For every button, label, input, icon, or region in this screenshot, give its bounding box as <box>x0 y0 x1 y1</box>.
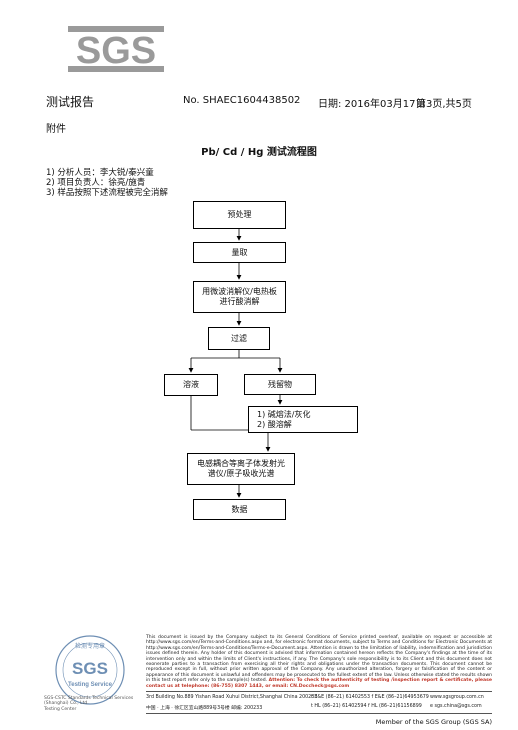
step-filter: 过滤 <box>208 327 270 350</box>
email-link[interactable]: e sgs.china@sgs.com <box>430 704 482 709</box>
step-fusion-line1: 1) 碱熔法/灰化 <box>257 409 311 419</box>
step-solution: 溶液 <box>164 374 218 396</box>
telephone-hl: t HL (86–21) 61402594 f HL (86–21)611568… <box>311 704 422 709</box>
step-icp-aas: 电感耦合等离子体发射光 谱仪/原子吸收光谱 <box>187 453 295 485</box>
attachment-label: 附件 <box>46 124 66 135</box>
footer-divider-bottom <box>146 713 492 714</box>
svg-text:SGS: SGS <box>72 659 108 678</box>
logo-text: SGS <box>76 30 156 72</box>
legal-disclaimer: This document is issued by the Company s… <box>146 635 492 689</box>
step-acid-digestion-line2: 进行酸消解 <box>219 297 260 306</box>
step-icp-line1: 电感耦合等离子体发射光 <box>197 459 285 468</box>
step-acid-digestion: 用微波消解仪/电热板 进行酸消解 <box>193 281 286 313</box>
note-item: 2) 项目负责人：徐亮/施青 <box>46 178 146 188</box>
step-acid-digestion-line1: 用微波消解仪/电热板 <box>202 287 277 296</box>
page-number: 第3页,共5页 <box>416 99 472 110</box>
step-residue: 残留物 <box>244 374 316 395</box>
note-item: 1) 分析人员：李大锐/秦兴童 <box>46 168 154 178</box>
authenticity-attention: Attention: To check the authenticity of … <box>146 678 492 689</box>
sgs-seal: 检测专用章 SGS Testing Service <box>55 635 125 705</box>
address-en: 3rd Building No.889 Yishan Road Xuhui Di… <box>146 695 318 700</box>
member-notice: Member of the SGS Group (SGS SA) <box>375 718 492 726</box>
sgs-logo: SGS <box>68 26 164 72</box>
report-title: 测试报告 <box>46 95 95 109</box>
step-icp-line2: 谱仪/原子吸收光谱 <box>207 469 275 478</box>
telephone-ee: t E&E (86–21) 61402553 f E&E (86–21)6495… <box>311 695 429 700</box>
step-pretreatment: 预处理 <box>193 201 286 229</box>
step-data: 数据 <box>193 499 286 520</box>
report-date: 日期: 2016年03月17日 <box>318 99 426 110</box>
step-measure: 量取 <box>193 242 286 263</box>
report-number: No. SHAEC1604438502 <box>183 95 301 106</box>
svg-text:Testing Service: Testing Service <box>68 682 113 688</box>
step-fusion: 1) 碱熔法/灰化 2) 酸溶解 <box>248 406 358 433</box>
step-fusion-line2: 2) 酸溶解 <box>257 419 292 429</box>
svg-text:检测专用章: 检测专用章 <box>75 642 105 650</box>
seal-caption: SGS-CSTC Standards Technical Services (S… <box>44 696 134 712</box>
note-item: 3) 样品按照下述流程被完全消解 <box>46 188 168 198</box>
notes-list: 1) 分析人员：李大锐/秦兴童 2) 项目负责人：徐亮/施青 3) 样品按照下述… <box>46 168 168 198</box>
footer-divider <box>146 691 492 692</box>
website-link[interactable]: www.sgsgroup.com.cn <box>430 695 484 700</box>
address-cn: 中国 · 上海 · 徐汇区宜山路889号3号楼 邮编: 200233 <box>146 706 263 711</box>
flowchart-title: Pb/ Cd / Hg 测试流程图 <box>201 147 317 158</box>
